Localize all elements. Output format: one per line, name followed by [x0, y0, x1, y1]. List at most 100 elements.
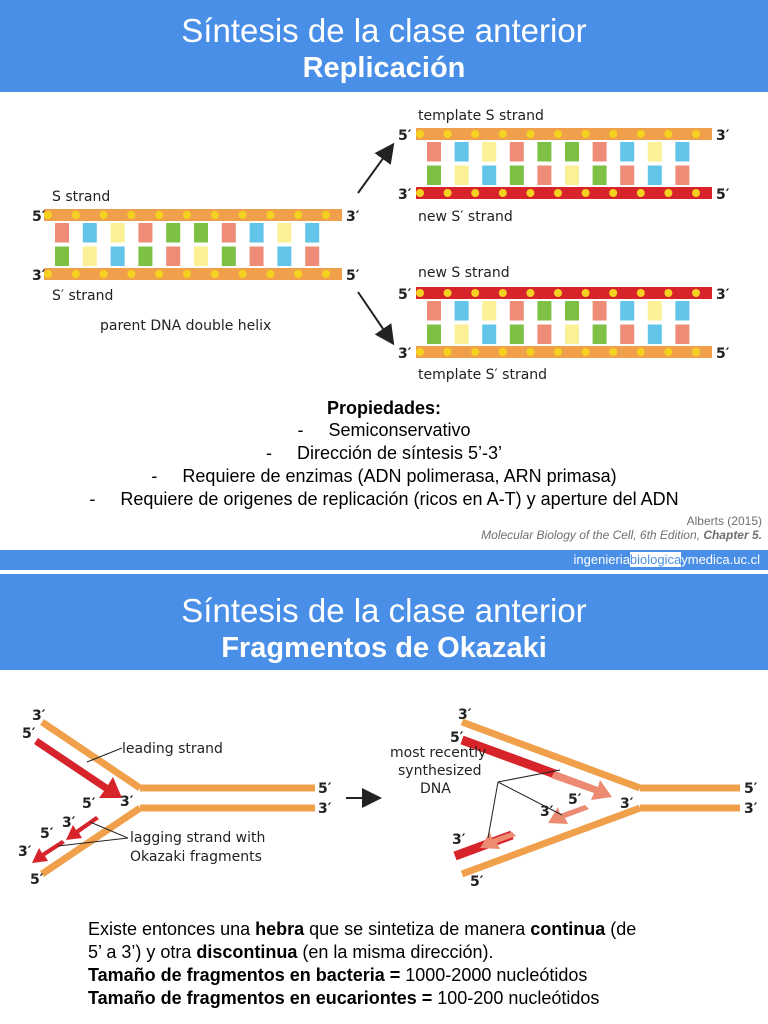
recent-dna-pointer: [497, 781, 563, 816]
base-pair: [565, 142, 579, 162]
phosphate: [636, 348, 645, 356]
base-pair: [647, 324, 662, 344]
label-okazaki-fragments: Okazaki fragments: [130, 849, 262, 865]
label-s-prime-strand: S′ strand: [52, 288, 113, 304]
text-line: Existe entonces una hebra que se sinteti…: [88, 919, 637, 939]
phosphate: [443, 130, 452, 138]
base-pair: [55, 246, 69, 266]
base-pair: [454, 301, 469, 321]
phosphate: [155, 270, 164, 278]
text-line: Tamaño de fragmentos en bacteria = 1000-…: [88, 965, 588, 985]
phosphate: [210, 211, 219, 219]
label-5p: 5′: [82, 796, 96, 812]
phosphate: [664, 130, 673, 138]
phosphate: [498, 130, 507, 138]
phosphate: [636, 289, 645, 297]
lagging-strand-pointer: [89, 821, 129, 839]
base-pair: [482, 165, 497, 185]
base-pair: [55, 223, 69, 243]
phosphate: [609, 189, 618, 197]
base-pair: [592, 142, 607, 162]
label-5p: 5′: [22, 726, 36, 742]
phosphate: [554, 189, 562, 197]
phosphate: [664, 189, 673, 197]
phosphate: [609, 348, 618, 356]
base-pair: [537, 324, 552, 344]
label-5p: 5′: [450, 730, 464, 746]
base-pair: [305, 246, 320, 266]
phosphate: [294, 270, 303, 278]
label-3p: 3′: [318, 801, 332, 817]
phosphate: [471, 289, 480, 297]
phosphate: [416, 189, 424, 197]
phosphate: [636, 189, 645, 197]
base-pair: [537, 142, 552, 162]
phosphate: [71, 211, 80, 219]
backbone-strand: [416, 287, 712, 299]
label-5p: 5′: [398, 287, 412, 303]
phosphate: [581, 348, 590, 356]
base-pair: [620, 165, 635, 185]
label-3p: 3′: [716, 128, 730, 144]
base-pair: [277, 223, 292, 243]
phosphate: [471, 348, 480, 356]
phosphate: [416, 348, 424, 356]
base-pair: [592, 324, 607, 344]
phosphate: [498, 289, 507, 297]
leading-strand-arrow: [34, 738, 122, 798]
phosphate: [322, 270, 330, 278]
label-parent-caption: parent DNA double helix: [100, 318, 271, 334]
phosphate: [183, 270, 191, 278]
label-3p: 3′: [398, 346, 412, 362]
footer-url-link[interactable]: ingenieriabiologicaymedica.uc.cl: [573, 552, 760, 567]
label-new-s-prime-strand: new S′ strand: [418, 209, 513, 225]
phosphate: [294, 211, 303, 219]
okazaki-fragment: [32, 840, 65, 863]
label-3p: 3′: [32, 708, 46, 724]
replication-diagram: S strand S′ strand parent DNA double hel…: [32, 108, 730, 383]
phosphate: [322, 211, 330, 219]
properties-list: Propiedades: - Semiconservativo - Direcc…: [0, 398, 768, 511]
phosphate: [636, 130, 645, 138]
citation-author: Alberts (2015): [686, 514, 762, 528]
label-5p: 5′: [470, 874, 484, 890]
phosphate: [692, 189, 700, 197]
label-3p: 3′: [398, 187, 412, 203]
parent-strand-top: [460, 718, 642, 792]
label-5p: 5′: [568, 792, 582, 808]
base-pair: [592, 301, 607, 321]
phosphate: [443, 289, 452, 297]
phosphate: [554, 348, 562, 356]
label-lagging-strand: lagging strand with: [130, 830, 265, 846]
backbone-strand: [44, 209, 342, 221]
base-pair: [454, 165, 469, 185]
label-3p: 3′: [744, 801, 758, 817]
slide-okazaki: Síntesis de la clase anterior Fragmentos…: [0, 574, 768, 1024]
base-pair: [138, 223, 153, 243]
base-pair: [454, 324, 469, 344]
base-pair: [427, 301, 441, 321]
label-3p: 3′: [18, 844, 32, 860]
footer-bar: [0, 550, 768, 570]
phosphate: [609, 130, 618, 138]
arrow-down: [357, 291, 395, 346]
label-5p: 5′: [32, 209, 46, 225]
base-pair: [565, 324, 579, 344]
phosphate: [266, 270, 275, 278]
slide-header: Síntesis de la clase anterior Replicació…: [0, 0, 768, 92]
label-3p: 3′: [716, 287, 730, 303]
parent-strand-bottom: [460, 804, 642, 878]
base-pair: [675, 301, 690, 321]
backbone-strand: [416, 187, 712, 199]
phosphate: [127, 270, 136, 278]
base-pair: [277, 246, 292, 266]
base-pair: [221, 223, 236, 243]
arrow-up: [357, 142, 395, 194]
property-item: - Requiere de enzimas (ADN polimerasa, A…: [151, 466, 617, 486]
phosphate: [526, 289, 535, 297]
label-3p: 3′: [62, 815, 76, 831]
base-pair: [565, 165, 579, 185]
phosphate: [266, 211, 275, 219]
base-pair: [675, 142, 690, 162]
base-pair: [482, 301, 497, 321]
